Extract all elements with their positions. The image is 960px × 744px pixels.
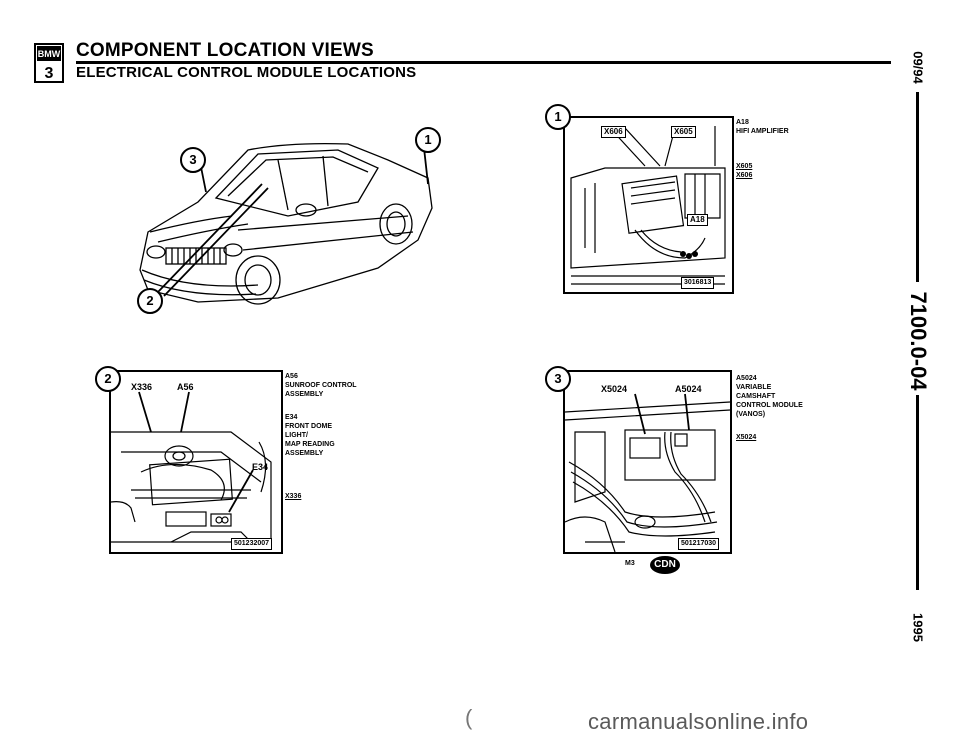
header-rule [76,61,891,64]
side-date: 09/94 [910,51,926,84]
figure-1-illustration [570,126,726,285]
stray-scan-mark: ( [465,705,473,730]
figure-1-callout: 1 [545,104,571,130]
connector-label-x5024: X5024 [601,384,628,394]
caption-code: E34 [285,414,298,421]
caption-desc: FRONT DOME [285,423,333,430]
bmw-3-series-logo: BMW 3 [34,43,64,83]
module-label-a5024: A5024 [675,384,702,394]
caption-desc: VARIABLE [736,384,772,391]
caption-desc: MAP READING [285,441,335,448]
overview-callout-2: 2 [137,288,163,314]
figure-2-caption: A56 SUNROOF CONTROL ASSEMBLY E34 FRONT D… [285,372,357,501]
caption-desc: LIGHT/ [285,432,308,439]
figure-1-caption: A18 HIFI AMPLIFIER X605 X606 [736,118,789,180]
caption-code: A18 [736,119,749,126]
figure-2-headliner-view: X336 A56 E34 501232007 [109,370,283,554]
caption-connector: X606 [736,172,753,179]
overview-callout-1: 1 [415,127,441,153]
figure-ref-number: 501217030 [678,538,720,550]
page-title: COMPONENT LOCATION VIEWS [76,40,374,61]
figure-3-caption: A5024 VARIABLE CAMSHAFT CONTROL MODULE (… [736,374,803,442]
caption-desc: ASSEMBLY [285,450,324,457]
connector-label-x606: X606 [601,126,626,138]
caption-desc: SUNROOF CONTROL [285,382,357,389]
caption-code: A56 [285,373,298,380]
site-watermark: carmanualsonline.info [588,709,809,734]
module-label-a56: A56 [177,382,194,392]
figure-3-callout: 3 [545,366,571,392]
figure-ref-number: 3016813 [681,277,715,289]
figure-ref-number: 501232007 [231,538,273,550]
module-label-e34: E34 [252,462,269,472]
caption-desc: (VANOS) [736,411,766,418]
caption-desc: CAMSHAFT [736,393,776,400]
cdn-badge: CDN [650,556,680,574]
car-overview-illustration [139,142,433,305]
caption-desc: HIFI AMPLIFIER [736,128,789,135]
side-year: 1995 [910,613,926,642]
side-doc-number: 7100.0-04 [906,291,931,391]
overview-callout-3: 3 [180,147,206,173]
connector-label-x605: X605 [671,126,696,138]
side-divider [916,395,919,590]
figure-3-engine-bay-view: X5024 A5024 501217030 [563,370,732,554]
logo-text: BMW [38,49,61,59]
caption-code: A5024 [736,375,757,382]
caption-connector: X336 [285,493,302,500]
caption-desc: CONTROL MODULE [736,402,803,409]
logo-series: 3 [45,65,54,82]
connector-label-x336: X336 [131,382,153,392]
figure-2-illustration [111,391,272,543]
figure-2-callout: 2 [95,366,121,392]
caption-connector: X605 [736,163,753,170]
page-subtitle: ELECTRICAL CONTROL MODULE LOCATIONS [76,64,417,81]
module-label-a18: A18 [687,214,708,226]
model-tag: M3 [625,560,635,567]
figure-3-illustration [565,393,730,552]
figure-1-trunk-view: X606 X605 A18 3016813 [563,116,734,294]
caption-connector: X5024 [736,434,757,441]
side-divider [916,92,919,282]
caption-desc: ASSEMBLY [285,391,324,398]
